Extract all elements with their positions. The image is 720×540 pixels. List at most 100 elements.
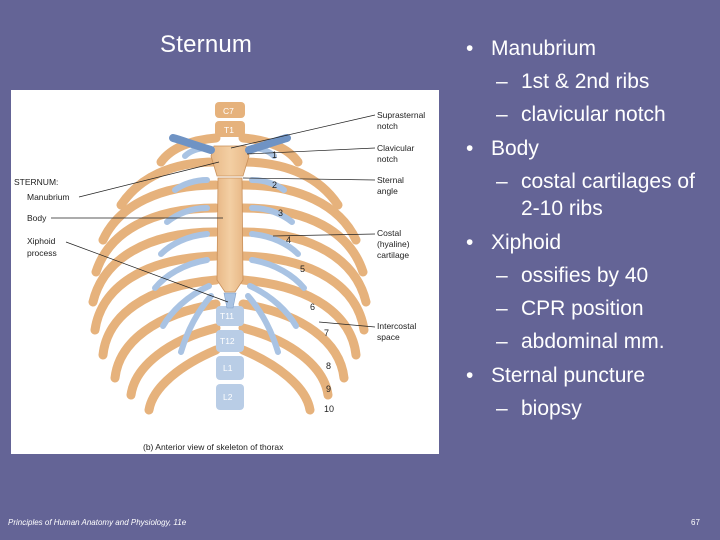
page-number: 67 [691, 518, 700, 527]
label-suprasternal-notch: notch [377, 121, 398, 131]
bullet-mark: • [466, 37, 474, 60]
rib-right-5 [238, 227, 371, 307]
label-sternal-angle: Sternal [377, 175, 404, 185]
sub-bullet-item: –biopsy [466, 395, 716, 422]
rib-left-8 [110, 299, 221, 383]
sub-bullet-item: –clavicular notch [466, 101, 716, 128]
sternum-body [216, 177, 244, 293]
vertebra-label: T1 [224, 125, 234, 135]
bullet-mark: • [466, 137, 474, 160]
rib-left-7 [98, 275, 221, 360]
leader-intercostal-space [318, 321, 376, 328]
label-manubrium: Manubrium [27, 192, 70, 202]
sub-bullet-text: ossifies by 40 [521, 264, 649, 287]
label-xiphoid: Xiphoid [27, 236, 56, 246]
rib-number: 9 [326, 384, 331, 394]
rib-number: 2 [272, 180, 277, 190]
label-costal-cartilage: (hyaline) [377, 239, 410, 249]
label-intercostal-space: space [377, 332, 400, 342]
sub-bullet-text: costal cartilages of 2-10 ribs [521, 170, 695, 220]
rib-left-1 [156, 133, 221, 167]
xiphoid-process [223, 292, 237, 309]
label-clavicular-notch: Clavicular [377, 143, 414, 153]
label-xiphoid: process [27, 248, 57, 258]
bullet-mark: • [466, 364, 474, 387]
dash-mark: – [496, 170, 508, 193]
rib-number: 5 [300, 264, 305, 274]
dash-mark: – [496, 70, 508, 93]
bullet-mark: • [466, 231, 474, 254]
dash-mark: – [496, 330, 508, 353]
rib-number: 3 [278, 208, 283, 218]
costal-cartilages [152, 145, 307, 355]
thorax-illustration: C7 T1 T11 T12 L1 L2 1 2 3 4 5 6 7 8 9 10… [14, 102, 425, 452]
sub-bullet-item: –ossifies by 40 [466, 262, 716, 289]
dash-mark: – [496, 397, 508, 420]
rib-left-6 [90, 251, 221, 335]
label-clavicular-notch: notch [377, 154, 398, 164]
clavicles [169, 134, 291, 154]
sternum [210, 145, 250, 309]
rib-number: 1 [272, 150, 277, 160]
vertebra-label: C7 [223, 106, 234, 116]
sub-bullet-item: –CPR position [466, 295, 716, 322]
label-body: Body [27, 213, 47, 223]
rib-right-6 [238, 251, 369, 335]
rib-number: 10 [324, 404, 334, 414]
leader-suprasternal-notch [230, 114, 376, 149]
sub-bullet-text: biopsy [521, 397, 582, 420]
label-sternum: STERNUM: [14, 177, 58, 187]
bullet-item: • Body [466, 135, 716, 162]
sub-bullet-item: –costal cartilages of 2-10 ribs [466, 168, 716, 222]
vertebra-label: T12 [220, 336, 235, 346]
vertebra-label: L2 [223, 392, 233, 402]
dash-mark: – [496, 297, 508, 320]
bullet-text: Sternal puncture [491, 364, 646, 387]
vertebra-label: L1 [223, 363, 233, 373]
leader-costal-cartilage [272, 233, 376, 237]
label-sternal-angle: angle [377, 186, 398, 196]
bullet-item: • Manubrium [466, 35, 716, 62]
rib-number: 4 [286, 235, 291, 245]
manubrium [210, 145, 250, 177]
rib-right-7 [238, 275, 361, 360]
rib-right-9 [238, 323, 333, 400]
slide-title: Sternum [160, 31, 253, 58]
rib-left-3 [98, 180, 221, 245]
vertebral-column [215, 102, 245, 410]
rib-right-8 [238, 299, 349, 383]
bullet-text: Xiphoid [491, 231, 562, 254]
rib-left-5 [88, 227, 221, 307]
bullet-text: Body [491, 137, 539, 160]
leader-clavicular-notch [246, 147, 376, 155]
sub-bullet-text: abdominal mm. [521, 330, 665, 353]
leader-xiphoid [65, 241, 229, 303]
label-costal-cartilage: Costal [377, 228, 401, 238]
bullet-text: Manubrium [491, 37, 597, 60]
sub-bullet-text: clavicular notch [521, 103, 666, 126]
footer-citation: Principles of Human Anatomy and Physiolo… [8, 518, 187, 527]
sub-bullet-text: CPR position [521, 297, 644, 320]
sub-bullet-item: –abdominal mm. [466, 328, 716, 355]
label-suprasternal-notch: Suprasternal [377, 110, 425, 120]
rib-left-10 [144, 345, 221, 415]
figure-caption: (b) Anterior view of skeleton of thorax [143, 442, 284, 452]
sub-bullet-item: –1st & 2nd ribs [466, 68, 716, 95]
label-costal-cartilage: cartilage [377, 250, 409, 260]
bullet-item: • Xiphoid [466, 229, 716, 256]
rib-right-10 [238, 345, 315, 415]
ribs [88, 133, 371, 415]
rib-right-3 [238, 180, 361, 245]
rib-right-2 [238, 157, 343, 210]
sub-bullet-text: 1st & 2nd ribs [521, 70, 650, 93]
rib-number: 8 [326, 361, 331, 371]
label-intercostal-space: Intercostal [377, 321, 416, 331]
leader-sternal-angle [242, 177, 376, 181]
vertebra-label: T11 [220, 311, 234, 321]
rib-number: 6 [310, 302, 315, 312]
dash-mark: – [496, 264, 508, 287]
thorax-skeleton-figure: C7 T1 T11 T12 L1 L2 1 2 3 4 5 6 7 8 9 10… [11, 90, 439, 454]
rib-left-9 [126, 323, 221, 400]
rib-number: 7 [324, 328, 329, 338]
leader-manubrium [78, 161, 220, 198]
